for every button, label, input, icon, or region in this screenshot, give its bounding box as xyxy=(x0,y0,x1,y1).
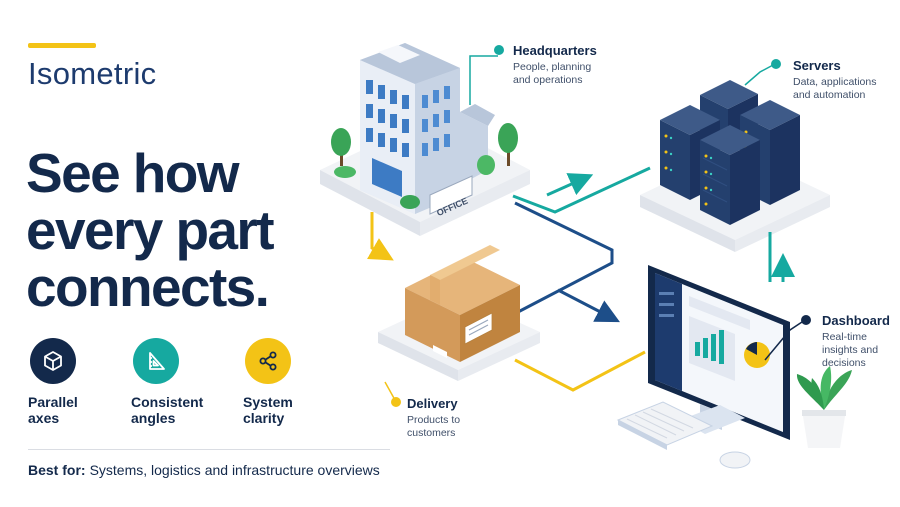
dashboard-desc: Real-time insights and decisions xyxy=(822,331,879,369)
servers-title: Servers xyxy=(793,58,841,73)
connector-hq-delivery-blue xyxy=(514,201,614,314)
feature-label: System xyxy=(243,394,293,410)
connector-hq-delivery xyxy=(367,212,394,261)
dashboard-marker xyxy=(801,315,811,325)
headquarters-desc: People, planning and operations xyxy=(513,61,592,86)
office-building: OFFICE xyxy=(360,43,495,218)
package-box xyxy=(405,245,520,362)
dashboard-title: Dashboard xyxy=(822,313,890,328)
arrow-to-dashboard xyxy=(557,288,620,323)
best-for: Best for:Systems, logistics and infrastr… xyxy=(28,462,380,478)
feature-system-clarity: System clarity xyxy=(243,338,353,426)
delivery-marker xyxy=(391,397,401,407)
divider xyxy=(28,449,390,450)
feature-label: axes xyxy=(28,410,60,426)
headquarters-marker xyxy=(494,45,504,55)
callout-servers: Servers Data, applications and automatio… xyxy=(793,58,888,102)
callout-dashboard: Dashboard Real-time insights and decisio… xyxy=(822,313,898,370)
headline-line-1: See how xyxy=(26,142,240,204)
accent-bar xyxy=(28,43,96,48)
best-for-text: Systems, logistics and infrastructure ov… xyxy=(89,462,380,478)
delivery-title: Delivery xyxy=(407,396,458,411)
servers-marker xyxy=(771,59,781,69)
feature-label: Consistent xyxy=(131,394,204,410)
callout-headquarters: Headquarters People, planning and operat… xyxy=(513,43,608,87)
share-nodes-icon xyxy=(245,338,291,384)
arrow-to-servers xyxy=(546,173,594,197)
best-for-label: Best for: xyxy=(28,462,86,478)
potted-plant xyxy=(796,366,852,448)
connector-delivery-dashboard xyxy=(514,350,646,392)
servers-desc: Data, applications and automation xyxy=(793,76,877,101)
kicker-title: Isometric xyxy=(28,56,157,91)
callout-delivery: Delivery Products to customers xyxy=(407,396,469,440)
keyboard xyxy=(616,401,714,450)
headline-line-3: connects. xyxy=(26,256,270,318)
headline: See how every part connects. xyxy=(26,145,356,316)
delivery-desc: Products to customers xyxy=(407,414,461,439)
dashboard-monitor xyxy=(648,265,790,440)
feature-label: angles xyxy=(131,410,176,426)
feature-label: Parallel xyxy=(28,394,78,410)
connector-hq-servers xyxy=(512,166,651,214)
cube-icon xyxy=(30,338,76,384)
feature-parallel-axes: Parallel axes xyxy=(28,338,138,426)
feature-label: clarity xyxy=(243,410,285,426)
server-racks xyxy=(660,80,800,225)
headquarters-title: Headquarters xyxy=(513,43,597,58)
hq-trees xyxy=(331,123,518,209)
headline-line-2: every part xyxy=(26,199,275,261)
mouse xyxy=(719,451,751,469)
triangle-ruler-icon xyxy=(133,338,179,384)
feature-consistent-angles: Consistent angles xyxy=(131,338,241,426)
